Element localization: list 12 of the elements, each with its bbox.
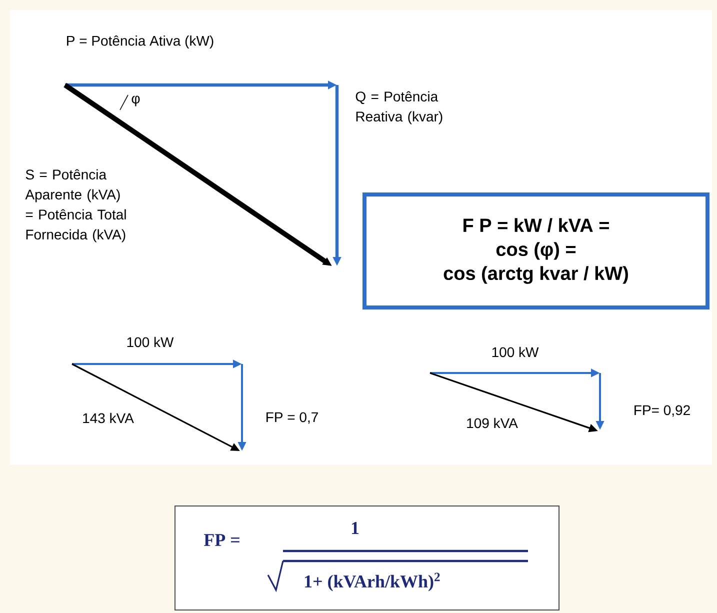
vector-label: 143 kVA [83, 412, 134, 424]
vector-label: 109 kVA [467, 418, 518, 428]
vector-label: Q = Potência Reativa (kvar) [356, 91, 442, 124]
vector-label: φ [132, 96, 140, 106]
vector-label: 100 kW [127, 336, 174, 348]
vector-label: FP= 0,92 [634, 405, 690, 417]
vector-label: P = Potência Ativa (kW) [67, 35, 214, 49]
vector-label: S = Potência Aparente (kVA) = Potência Total Fornecida (kVA) [25, 169, 126, 242]
formula-box: F P = kW / kVA = cos (φ) = cos (arctg kvar / kW) [362, 192, 710, 310]
vector-label: FP = 0,7 [266, 412, 318, 424]
formula-box: FP = 1 1+ (kVArh/kWh)$^{2}$ [174, 506, 560, 610]
vector-label: 100 kW [492, 346, 539, 358]
